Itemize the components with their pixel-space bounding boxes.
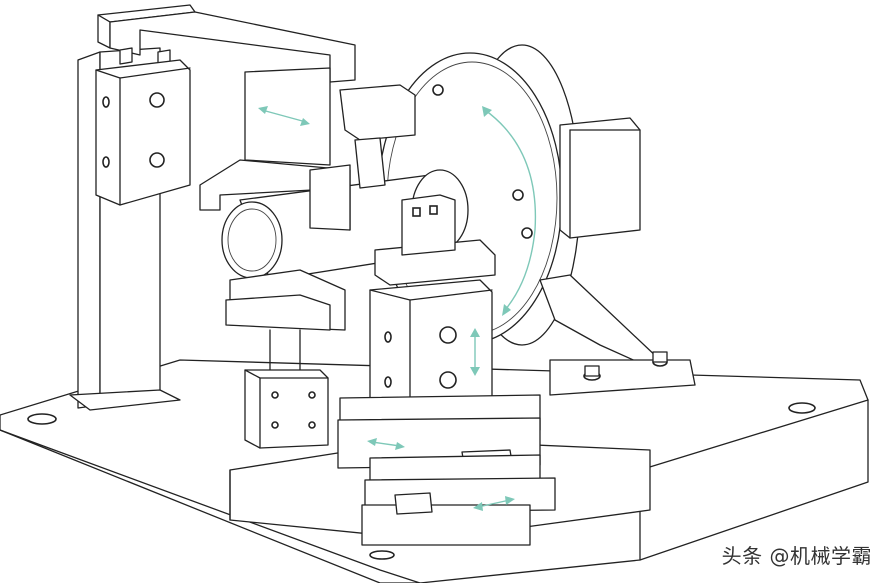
- gripper-bracket: [199, 84, 416, 231]
- left-cylinder-block: [95, 59, 191, 206]
- drive-motor: [559, 117, 641, 239]
- lower-gripper: [225, 269, 346, 373]
- horizontal-motion-arrow: [258, 106, 310, 126]
- rotation-arrow: [482, 106, 537, 316]
- vertical-motion-arrow: [470, 328, 480, 376]
- watermark-text: 头条 @机械学霸: [721, 544, 872, 568]
- disc-stand: [539, 274, 696, 396]
- small-cylinder: [244, 369, 329, 449]
- lower-slide: [361, 454, 556, 546]
- vertical-lift-block: [369, 194, 496, 416]
